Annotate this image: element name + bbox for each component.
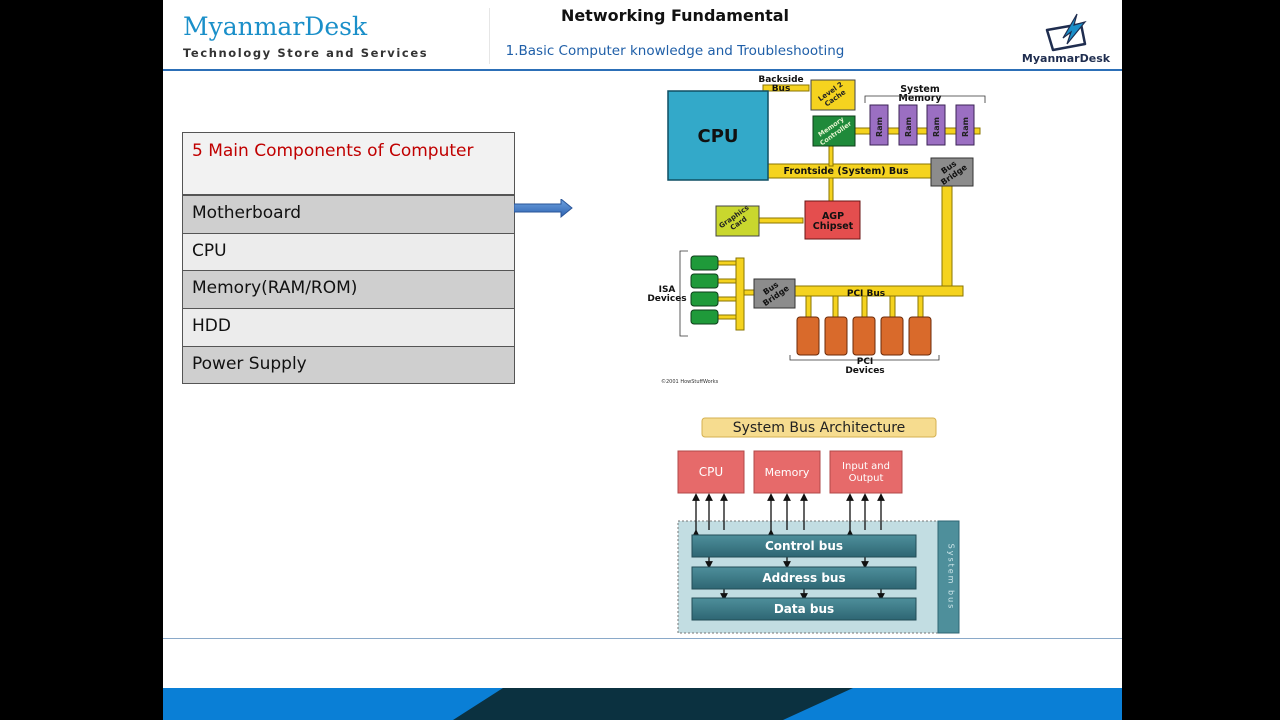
bus-bridge-pci: Bus Bridge [753,278,796,309]
bus-architecture-title: System Bus Architecture [733,420,906,436]
table-row: Memory(RAM/ROM) [183,270,514,309]
right-arrow-icon [514,199,573,219]
table-row: HDD [183,308,514,346]
pci-devices [796,316,932,356]
components-table-title: 5 Main Components of Computer [183,133,514,195]
agp-label-1: AGP [822,211,844,222]
brand-tagline: Technology Store and Services [183,46,429,60]
system-bus-architecture-diagram: System Bus Architecture System bus CPU M… [677,417,960,634]
component-blocks: CPU Memory Input and Output [677,450,903,494]
ram-label: Ram [932,117,941,137]
ram-label: Ram [875,117,884,137]
bus-connector-arrows [692,493,885,601]
agp-label-2: Chipset [813,221,854,232]
footer-band [163,688,1122,720]
agp-chipset: AGP Chipset [804,200,861,240]
isa-devices-label-1: ISA [659,285,676,295]
system-bus-side [937,520,960,634]
pci-devices-label-2: Devices [845,366,884,376]
system-memory-label-1: System [900,84,940,95]
copyright-label: ©2001 HowStuffWorks [661,378,719,385]
isa-devices [690,255,719,325]
bus-bars: Control bus Address bus Data bus [691,534,917,621]
backside-bus-label-2: Bus [772,84,791,94]
pci-bus-label: PCI Bus [847,289,885,299]
data-bus-label: Data bus [774,602,834,616]
footer-line [163,638,1122,639]
ram-label: Ram [961,117,970,137]
logo-text: MyanmarDesk [1021,52,1111,65]
bus-bridge-top: Bus Bridge [930,157,974,187]
ram-label: Ram [904,117,913,137]
myanmardesk-logo-icon [1045,13,1087,52]
table-row: CPU [183,232,514,271]
system-memory-label-2: Memory [898,93,942,104]
header-divider [489,8,490,64]
frontside-bus-label: Frontside (System) Bus [783,166,908,177]
ram-modules: Ram Ram Ram Ram [869,104,975,146]
slide-subtitle: 1.Basic Computer knowledge and Troublesh… [505,43,845,59]
io-block-label-1: Input and [842,461,890,472]
brand-name: MyanmarDesk [183,12,368,41]
slide-title: Networking Fundamental [560,6,790,25]
system-bus-side-label: System bus [947,544,956,611]
cpu-block-label: CPU [699,465,723,479]
components-table: 5 Main Components of Computer Motherboar… [182,132,515,385]
cpu-chip: CPU [667,90,769,181]
address-bus-label: Address bus [762,571,845,585]
header-line [163,69,1122,71]
backside-bus-label-1: Backside [758,75,803,85]
memory-controller: Memory Controller [812,115,856,147]
slide: MyanmarDesk Technology Store and Service… [163,0,1122,720]
motherboard-bus-diagram: CPU Backside Bus Level 2 Cache Memory Co… [647,75,986,385]
level2-cache: Level 2 Cache [810,79,856,111]
pci-devices-label-1: PCI [857,357,874,367]
control-bus-label: Control bus [765,539,843,553]
io-block-label-2: Output [849,473,884,484]
table-row: Motherboard [183,195,514,233]
memory-block-label: Memory [765,466,810,479]
isa-devices-label-2: Devices [647,294,686,304]
title-banner [701,417,937,438]
table-row: Power Supply [183,345,514,384]
cpu-label: CPU [697,126,738,147]
graphics-card: Graphics Card [715,204,760,237]
